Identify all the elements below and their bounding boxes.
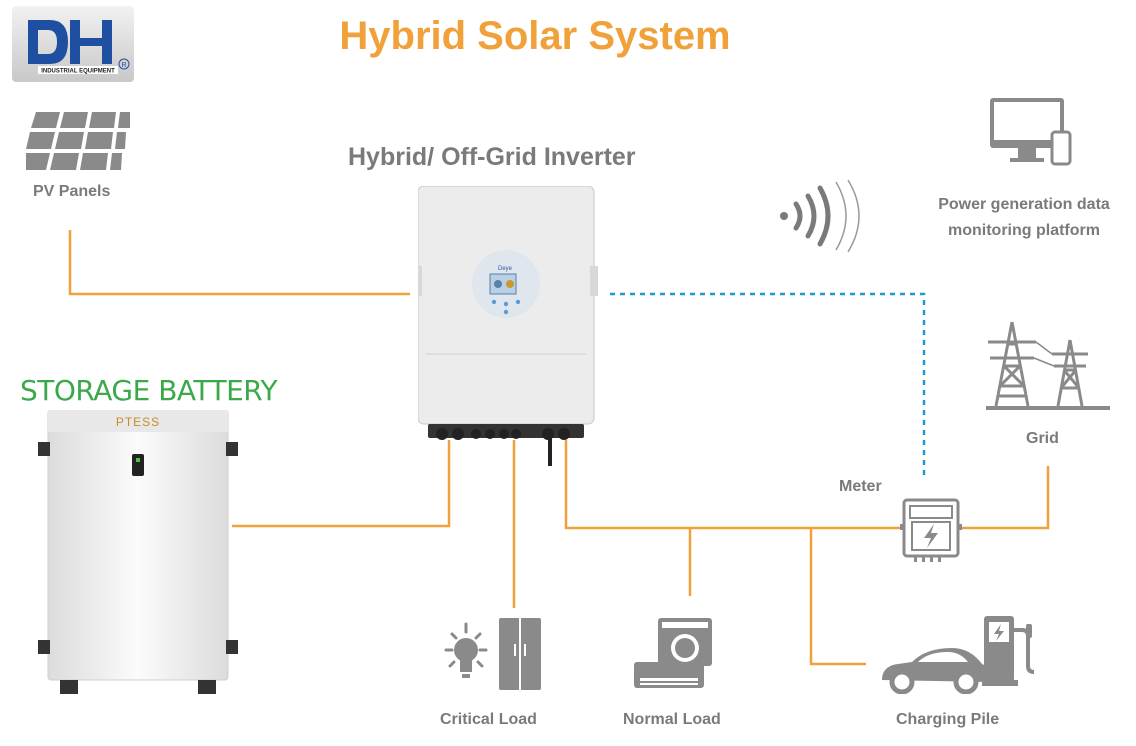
air-conditioner-icon — [632, 660, 706, 697]
battery-unit: PTESS — [38, 409, 238, 705]
inverter-unit: Deye — [410, 185, 600, 477]
normal-load-label: Normal Load — [623, 711, 721, 728]
company-logo: INDUSTRIAL EQUIPMENT R — [12, 6, 134, 82]
critical-load-label: Critical Load — [440, 711, 537, 728]
light-bulb-icon — [440, 616, 492, 697]
pv-panels-label: PV Panels — [33, 183, 111, 200]
electric-car-icon — [878, 640, 990, 699]
battery-line — [232, 440, 451, 528]
solar-panel-icon — [26, 110, 130, 177]
battery-brand: PTESS — [116, 415, 160, 429]
charging-station-icon — [982, 614, 1038, 693]
monitor-phone-icon — [988, 96, 1072, 171]
washing-machine-icon — [656, 616, 714, 673]
transmission-tower-icon — [986, 318, 1110, 419]
storage-battery-title: STORAGE BATTERY — [20, 374, 278, 407]
monitoring-platform-label: Power generation data monitoring platfor… — [938, 196, 1110, 239]
grid-line — [962, 466, 1050, 530]
inverter-label: Hybrid/ Off-Grid Inverter — [348, 143, 636, 171]
charging-pile-label: Charging Pile — [896, 711, 1000, 728]
grid-label: Grid — [1026, 430, 1059, 447]
svg-text:R: R — [121, 62, 126, 69]
wifi-signal-icon — [776, 178, 876, 259]
refrigerator-icon — [497, 616, 543, 697]
meter-label: Meter — [839, 478, 882, 495]
communication-line — [610, 292, 926, 480]
logo-subtext: INDUSTRIAL EQUIPMENT — [41, 69, 115, 75]
inverter-brand: Deye — [498, 266, 513, 272]
charging-pile-line — [809, 528, 866, 666]
page-title: Hybrid Solar System — [339, 14, 731, 58]
ac-bus-line — [564, 440, 900, 530]
pv-line — [68, 230, 410, 296]
meter-icon — [900, 498, 962, 569]
